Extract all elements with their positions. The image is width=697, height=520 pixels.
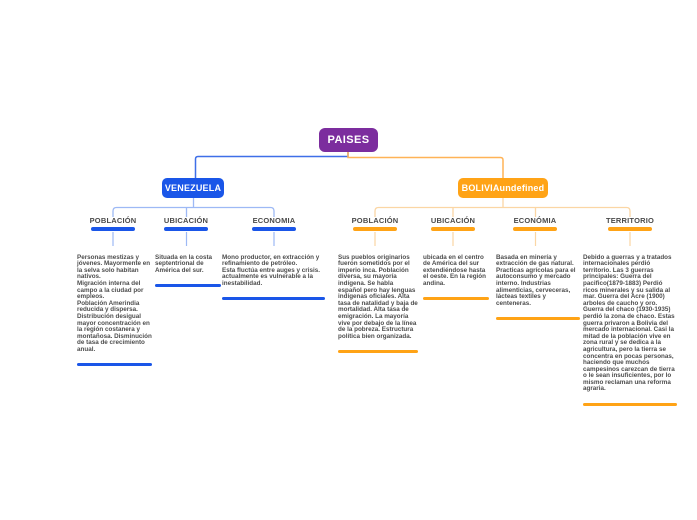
topic-label-underline <box>91 227 135 231</box>
topic-text-underline <box>155 283 221 287</box>
topic-text-underline <box>77 363 152 367</box>
topic-label-venezuela-poblacion[interactable]: POBLACIÓN <box>73 216 153 231</box>
topic-text-paragraph: ubicada en el centro de América del sur … <box>423 253 486 287</box>
connector-bolivia-text-drops <box>374 232 631 246</box>
topic-label-bolivia-territorio[interactable]: TERRITORIO <box>590 216 670 231</box>
topic-label-venezuela-economia[interactable]: ECONOMIA <box>234 216 314 231</box>
connector-root-bolivia <box>347 152 504 178</box>
connector-bolivia-topics <box>374 197 631 217</box>
topic-text-bolivia-territorio[interactable]: Debido a guerras y a tratados internacio… <box>583 248 677 412</box>
root-node-label: PAISES <box>327 134 370 146</box>
root-node-paises[interactable]: PAISES <box>319 128 378 152</box>
topic-text-venezuela-economia[interactable]: Mono productor, en extracción y refinami… <box>222 248 325 307</box>
topic-text-underline <box>423 297 489 301</box>
topic-label-text: POBLACIÓN <box>351 216 399 225</box>
topic-label-underline <box>513 227 557 231</box>
topic-label-venezuela-ubicacion[interactable]: UBICACIÓN <box>146 216 226 231</box>
branch-node-label: VENEZUELA <box>164 183 222 193</box>
topic-label-underline <box>164 227 208 231</box>
topic-text-underline <box>583 402 677 406</box>
topic-text-underline <box>222 297 325 301</box>
topic-text-paragraph: Basada en minería y extracción de gas na… <box>496 253 576 307</box>
topic-text-paragraph: Sus pueblos originarios fueron sometidos… <box>338 253 418 340</box>
topic-label-text: ECONOMIA <box>252 216 296 225</box>
topic-label-bolivia-ubicacion[interactable]: UBICACIÓN <box>413 216 493 231</box>
topic-label-bolivia-poblacion[interactable]: POBLACIÓN <box>335 216 415 231</box>
topic-label-underline <box>252 227 296 231</box>
branch-node-venezuela[interactable]: VENEZUELA <box>162 178 224 198</box>
topic-text-underline <box>496 316 580 320</box>
topic-label-underline <box>431 227 475 231</box>
topic-text-venezuela-poblacion[interactable]: Personas mestizas y jóvenes. Mayormente … <box>77 248 152 373</box>
branch-node-label: BOLIVIAundefined <box>461 183 545 193</box>
topic-text-paragraph: Debido a guerras y a tratados internacio… <box>583 253 675 393</box>
topic-text-venezuela-ubicacion[interactable]: Situada en la costa septentrional de Amé… <box>155 248 221 294</box>
topic-label-text: UBICACIÓN <box>163 216 209 225</box>
connector-venezuela-text-drops <box>112 232 275 246</box>
topic-label-text: TERRITORIO <box>605 216 655 225</box>
topic-text-bolivia-ubicacion[interactable]: ubicada en el centro de América del sur … <box>423 248 489 307</box>
topic-label-underline <box>608 227 652 231</box>
branch-node-bolivia[interactable]: BOLIVIAundefined <box>458 178 548 198</box>
topic-label-bolivia-economia[interactable]: ECONÓMIA <box>495 216 575 231</box>
topic-label-underline <box>353 227 397 231</box>
topic-text-underline <box>338 349 418 353</box>
topic-text-bolivia-economia[interactable]: Basada en minería y extracción de gas na… <box>496 248 580 327</box>
connector-venezuela-topics <box>112 197 275 217</box>
topic-label-text: POBLACIÓN <box>89 216 137 225</box>
connector-root-venezuela <box>194 152 349 178</box>
topic-label-text: ECONÓMIA <box>513 216 557 225</box>
topic-text-paragraph: Situada en la costa septentrional de Amé… <box>155 253 213 274</box>
topic-text-paragraph: Personas mestizas y jóvenes. Mayormente … <box>77 253 152 353</box>
topic-text-bolivia-poblacion[interactable]: Sus pueblos originarios fueron sometidos… <box>338 248 418 360</box>
topic-text-paragraph: Mono productor, en extracción y refinami… <box>222 253 320 287</box>
topic-label-text: UBICACIÓN <box>430 216 476 225</box>
